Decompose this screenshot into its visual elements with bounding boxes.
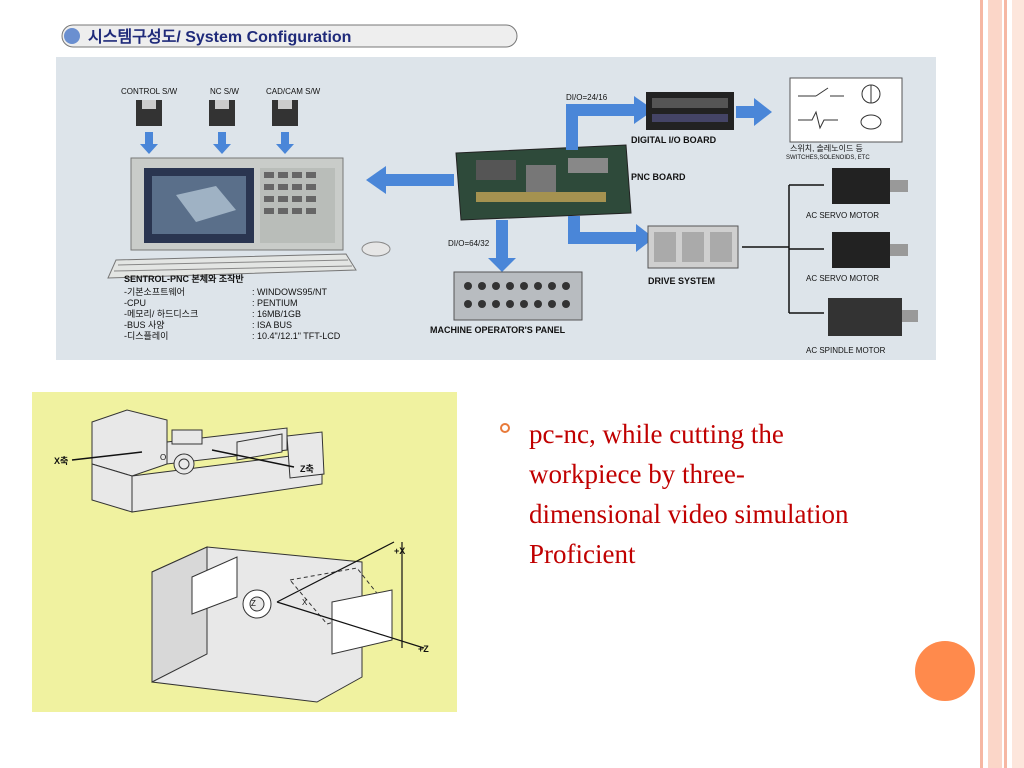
motor-label: AC SPINDLE MOTOR: [806, 346, 886, 355]
spec-label: -디스플레이: [124, 331, 168, 341]
spec-value: : PENTIUM: [252, 298, 298, 308]
right-arrow-icon: [566, 96, 772, 252]
z-small-label: Z: [251, 599, 256, 608]
left-arrow-icon: [366, 166, 454, 194]
spec-label: -CPU: [124, 298, 146, 308]
system-configuration-diagram: 시스템구성도/ System Configuration CONTROL S/W…: [56, 24, 936, 360]
software-label: CONTROL S/W: [121, 87, 178, 96]
pc-controller-image: [107, 157, 391, 279]
plus-x-label: +X: [394, 546, 405, 556]
origin-label: O: [160, 453, 166, 462]
down-arrow-icon: [140, 132, 294, 154]
floppy-disk-icon: [209, 100, 235, 126]
spec-value: : WINDOWS95/NT: [252, 287, 328, 297]
diagram-title: 시스템구성도/ System Configuration: [88, 27, 351, 46]
globe-icon: [64, 28, 80, 44]
lathe-bottom-drawing: [151, 546, 393, 703]
x-small-label: X: [302, 598, 308, 607]
axis-arrows: [276, 541, 425, 649]
ac-spindle-motor-image: [828, 298, 918, 336]
x-axis-label: X축: [54, 455, 68, 466]
spec-label: -BUS 사양: [124, 320, 165, 330]
software-label: CAD/CAM S/W: [266, 87, 321, 96]
down-arrow-icon: [488, 220, 516, 272]
bullet-circle-icon: [500, 423, 510, 433]
axis-arrows: [71, 449, 295, 468]
pnc-board-image: [455, 144, 632, 221]
software-label: NC S/W: [210, 87, 239, 96]
drive-system-label: DRIVE SYSTEM: [648, 276, 715, 286]
bullet-list: pc-nc, while cutting the workpiece by th…: [500, 414, 860, 574]
lathe-top-drawing: [91, 409, 325, 513]
spec-label: -기본소프트웨어: [124, 286, 185, 297]
digital-io-board-image: [646, 92, 734, 130]
ac-servo-motor-image: [832, 168, 908, 204]
dio-top-label: DI/O=24/16: [566, 93, 608, 102]
spec-value: : ISA BUS: [252, 320, 292, 330]
switches-english-label: SWITCHES,SOLENOIDS, ETC: [786, 155, 870, 161]
pnc-board-label: PNC BOARD: [631, 172, 686, 182]
machine-panel-label: MACHINE OPERATOR'S PANEL: [430, 325, 566, 335]
machine-operator-panel-image: [453, 271, 583, 321]
ac-servo-motor-image: [832, 232, 908, 268]
floppy-disk-icon: [272, 100, 298, 126]
motor-label: AC SERVO MOTOR: [806, 274, 879, 283]
spec-label: -메모리/ 하드디스크: [124, 309, 198, 319]
spec-value: : 10.4"/12.1" TFT-LCD: [252, 331, 341, 341]
motor-label: AC SERVO MOTOR: [806, 211, 879, 220]
plus-z-label: +Z: [418, 644, 429, 654]
title-banner: [61, 24, 518, 48]
connection-lines: [742, 184, 824, 314]
digital-io-board-label: DIGITAL I/O BOARD: [631, 135, 717, 145]
z-axis-label: Z축: [300, 463, 314, 474]
right-stripes: [974, 0, 1024, 768]
accent-dot: [915, 641, 975, 701]
spec-title: SENTROL-PNC 본체와 조작반: [124, 273, 244, 284]
switches-korean-label: 스위치, 솔레노이드 등: [790, 143, 863, 153]
spec-value: : 16MB/1GB: [252, 309, 301, 319]
lathe-axis-figure: X축 Z축 O +X +Z X Z: [32, 392, 457, 712]
drive-system-image: [647, 225, 739, 269]
floppy-disk-icon: [136, 100, 162, 126]
dio-bottom-label: DI/O=64/32: [448, 239, 490, 248]
bullet-text: pc-nc, while cutting the workpiece by th…: [529, 419, 849, 569]
switches-solenoids-image: [789, 77, 903, 143]
